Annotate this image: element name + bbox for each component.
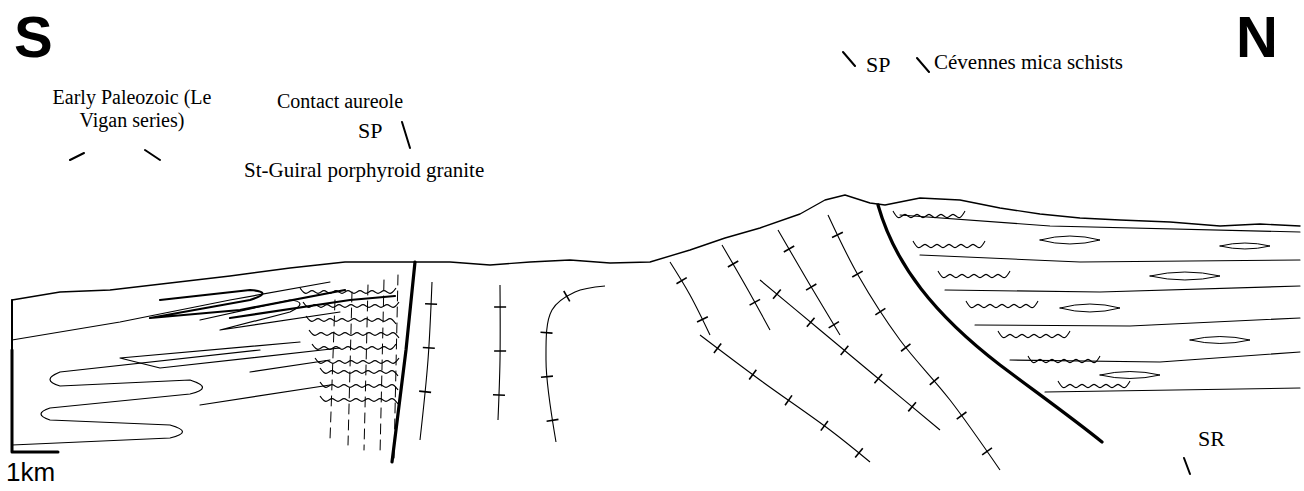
- foliation-tick: [841, 346, 849, 355]
- foliation-tick: [773, 289, 781, 298]
- foliation-tick: [855, 448, 863, 457]
- compass-south: S: [14, 4, 53, 71]
- foliation-tick: [541, 376, 553, 377]
- fold: [120, 342, 340, 368]
- compass-north: N: [1236, 4, 1278, 71]
- zone-name: Contact aureole: [277, 90, 403, 113]
- foliation-tick: [821, 421, 828, 431]
- foliation-tick: [714, 343, 721, 353]
- foliation-tick: [697, 317, 708, 322]
- schist-layer: [945, 286, 1300, 292]
- crenulation: [998, 331, 1070, 338]
- crenulation: [309, 330, 399, 338]
- foliation-trajectory: [760, 280, 940, 430]
- foliation-tick: [70, 52, 1190, 474]
- foliation-tick: [785, 395, 792, 405]
- foliation-tick: [728, 261, 738, 267]
- crenulation: [320, 382, 398, 390]
- foliation-tick: [874, 374, 882, 383]
- scale-label: 1km: [6, 458, 55, 488]
- crenulation: [938, 271, 1010, 278]
- fold: [200, 360, 330, 405]
- crenulation: [913, 241, 985, 248]
- schist-layer: [1045, 388, 1300, 392]
- foliation-tick: [494, 306, 506, 308]
- schist-layer: [975, 318, 1300, 326]
- crenulation: [306, 316, 396, 324]
- unit-name: St-Guiral porphyroid granite: [244, 158, 484, 182]
- foliation-tick: [901, 344, 910, 351]
- foliation-trajectory: [722, 245, 770, 330]
- crenulation: [893, 211, 965, 218]
- crenulation: [312, 344, 396, 349]
- foliation-symbol: SP: [358, 118, 382, 143]
- schist-lens: [1040, 236, 1270, 379]
- crenulation: [303, 302, 399, 307]
- topography: [12, 195, 1300, 300]
- foliation-tick: [852, 271, 862, 277]
- crenulation: [320, 396, 398, 404]
- foliation-symbol: SP: [866, 52, 890, 77]
- foliation-tick: [419, 391, 431, 392]
- foliation-trajectory: [778, 230, 840, 335]
- schist-layer: [1010, 352, 1300, 362]
- foliation-tick: [930, 377, 939, 385]
- foliation-tick: [676, 278, 686, 284]
- unit-name: Cévennes mica schists: [934, 50, 1123, 74]
- layer-line: [150, 290, 345, 318]
- foliation-tick: [547, 419, 559, 421]
- foliation-symbol: SR: [1196, 426, 1227, 451]
- foliation-trajectory: [498, 285, 500, 420]
- foliation-trajectory: [828, 215, 1000, 470]
- foliation-tick: [908, 402, 916, 411]
- crenulation: [1058, 381, 1130, 388]
- foliation-tick: [806, 284, 816, 290]
- foliation-tick: [875, 308, 885, 315]
- foliation-tick: [750, 299, 761, 305]
- foliation-tick: [423, 347, 435, 349]
- foliation-tick: [829, 322, 839, 328]
- foliation-tick: [957, 412, 967, 419]
- foliation-tick: [749, 370, 756, 380]
- granite-contact: [878, 205, 1102, 442]
- aureole-foliation: [330, 275, 398, 458]
- crenulation: [315, 358, 399, 363]
- foliation-tick: [541, 331, 553, 334]
- foliation-tick: [784, 246, 794, 252]
- foliation-tick: [564, 291, 570, 301]
- unit-name: Early Paleozoic (Le Vigan series): [52, 86, 212, 132]
- foliation-trajectory: [700, 335, 870, 462]
- crenulation: [320, 368, 398, 376]
- crenulation: [1028, 356, 1100, 363]
- scale-bar: [12, 350, 58, 452]
- fold: [12, 350, 260, 445]
- crenulation: [966, 301, 1038, 308]
- foliation-tick: [425, 303, 437, 305]
- foliation-tick: [807, 318, 815, 327]
- foliation-trajectory: [546, 286, 605, 442]
- foliation-tick: [982, 448, 992, 455]
- foliation-tick: [494, 350, 506, 352]
- foliation-trajectory: [420, 282, 432, 440]
- schist-layer: [920, 255, 1300, 262]
- foliation-trajectory: [670, 262, 710, 335]
- foliation-tick: [832, 232, 843, 237]
- foliation-tick: [493, 394, 505, 396]
- crenulation: [300, 288, 396, 293]
